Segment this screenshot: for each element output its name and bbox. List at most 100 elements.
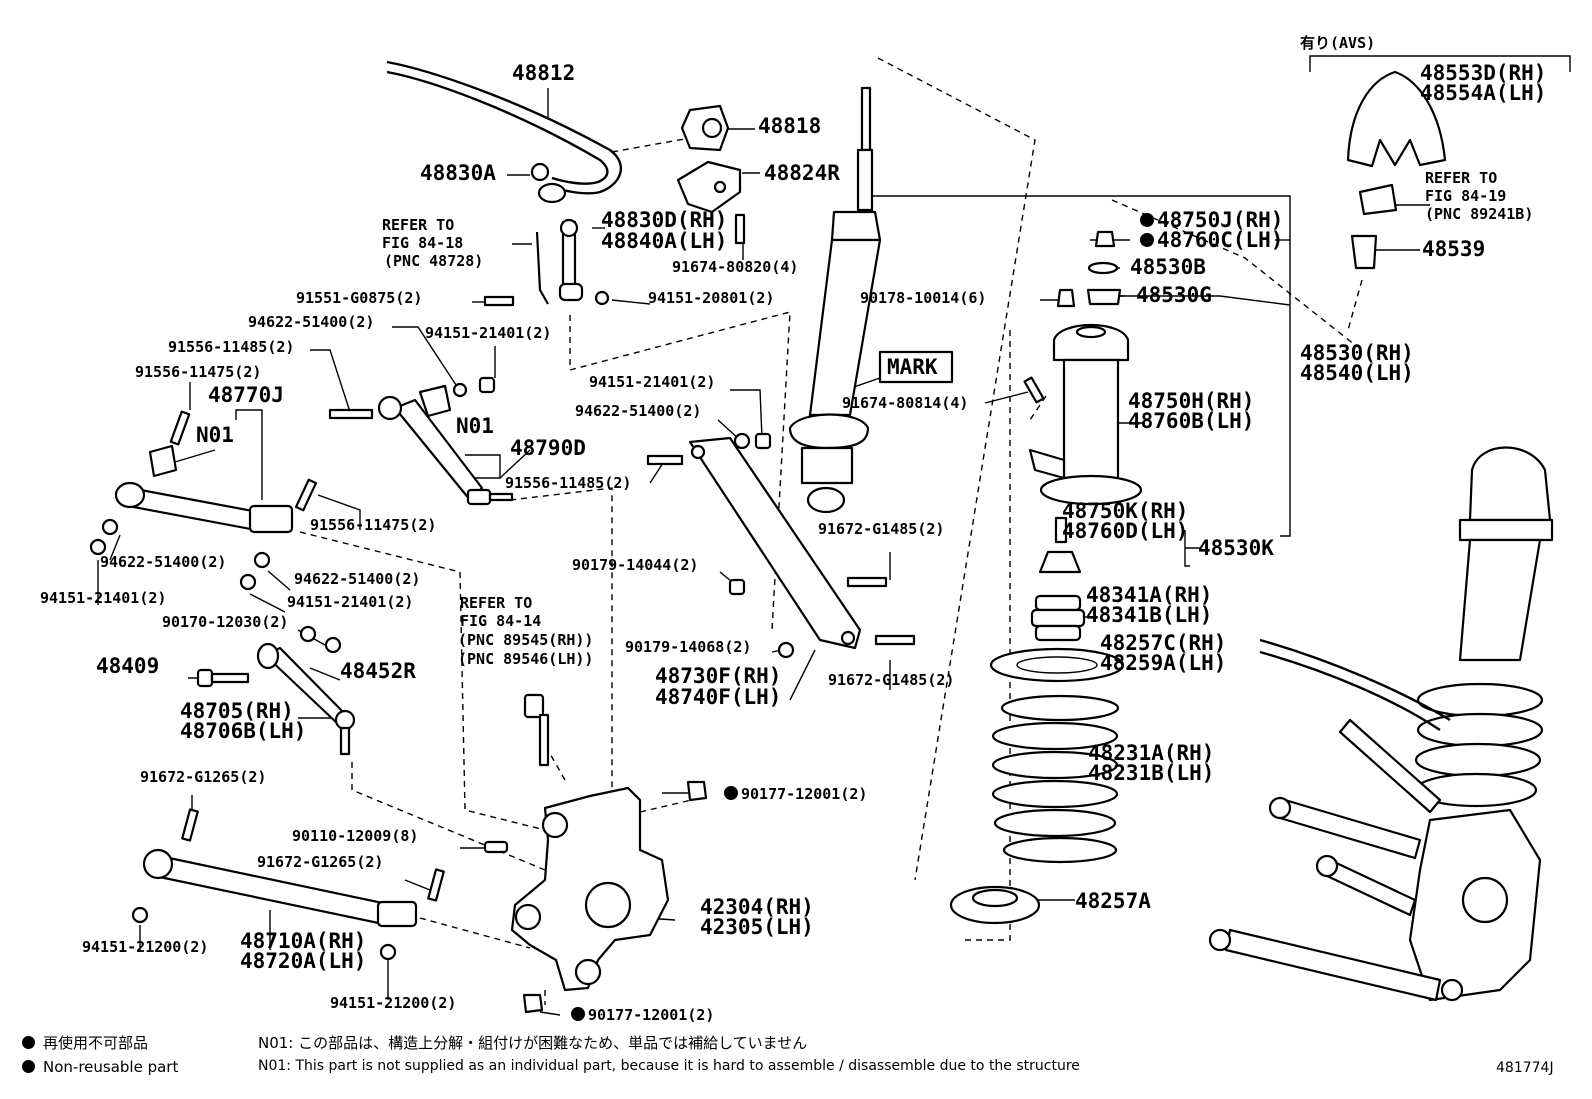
- label-refer-84-18-a: REFER TO: [382, 216, 454, 234]
- label-91556-11485-a: 91556-11485(2): [168, 338, 294, 356]
- clip-48539: [1350, 234, 1378, 270]
- label-91551: 91551-G0875(2): [296, 289, 422, 307]
- washer-94622-b: [101, 518, 119, 536]
- label-48452R: 48452R: [340, 659, 416, 683]
- label-94622-b: 94622-51400(2): [100, 553, 226, 571]
- label-refer-84-14-a: REFER TO: [460, 594, 532, 612]
- bushing-48818: [680, 104, 730, 152]
- label-94151-21200-a: 94151-21200(2): [82, 938, 208, 956]
- note-n01-en: N01: This part is not supplied as an ind…: [258, 1058, 1080, 1074]
- arm-48770J: [114, 481, 294, 534]
- label-48720A: 48720A(LH): [240, 949, 366, 973]
- label-91674-80820: 91674-80820(4): [672, 258, 798, 276]
- arm-48790D: [377, 395, 514, 506]
- label-refer-84-14-d: (PNC 89546(LH)): [458, 650, 593, 668]
- label-91672-G1485-b: 91672-G1485(2): [828, 671, 954, 689]
- label-refer-84-14-b: FIG 84-14: [460, 612, 541, 630]
- label-48770J: 48770J: [208, 383, 284, 407]
- label-refer-84-14-c: (PNC 89545(RH)): [458, 631, 593, 649]
- nut-94151-b: [89, 538, 107, 556]
- non-reusable-dot-90177-b: [571, 1007, 585, 1021]
- lower-arm-48730F: [688, 436, 862, 650]
- bolt-91672-G1265-a: [181, 808, 199, 842]
- mark-box: [878, 350, 954, 384]
- non-reusable-dot-90177-a: [724, 786, 738, 800]
- arm-48710A: [142, 848, 418, 928]
- label-91672-G1485-a: 91672-G1485(2): [818, 520, 944, 538]
- bolt-91556-11475: [169, 410, 191, 446]
- washer-48530B: [1087, 261, 1119, 275]
- legend-text-en: Non-reusable part: [43, 1058, 179, 1076]
- nut-90178: [1056, 288, 1076, 308]
- label-91556-11485-b: 91556-11485(2): [505, 474, 631, 492]
- label-48554A: 48554A(LH): [1420, 81, 1546, 105]
- label-90170: 90170-12030(2): [162, 613, 288, 631]
- stabilizer-bar-48812: [386, 60, 622, 204]
- label-94151-21401-c: 94151-21401(2): [287, 593, 413, 611]
- label-94151-20801: 94151-20801(2): [648, 289, 774, 307]
- label-48231A: 48231A(RH): [1088, 741, 1214, 765]
- label-42305: 42305(LH): [700, 915, 814, 939]
- lower-insulator-48257A: [949, 885, 1041, 925]
- label-48812: 48812: [512, 61, 575, 85]
- note-n01-ja: N01: この部品は、構造上分解・組付けが困難なため、単品では補給していません: [258, 1034, 808, 1052]
- nut-94151-21200-b: [379, 943, 397, 961]
- bumper-48341A: [1030, 594, 1086, 642]
- sensor-bracket-89241B: [1358, 183, 1398, 216]
- label-48409: 48409: [96, 654, 159, 678]
- label-48760B: 48760B(LH): [1128, 409, 1254, 433]
- label-48530: 48530(RH): [1300, 341, 1414, 365]
- label-90179-14068: 90179-14068(2): [625, 638, 751, 656]
- label-48539: 48539: [1422, 237, 1485, 261]
- abs-sensor-89545: [523, 693, 550, 767]
- label-94622-d: 94622-51400(2): [575, 402, 701, 420]
- toe-link-48705: [256, 642, 356, 756]
- guide-lines: [299, 57, 1363, 1005]
- non-reusable-dot-48750J: [1140, 213, 1154, 227]
- label-48730F: 48730F(RH): [655, 664, 781, 688]
- cushion-48530K: [1038, 550, 1082, 574]
- pin-48750K: [1054, 516, 1068, 544]
- bushing-n01-upper: [418, 384, 452, 418]
- label-48750K: 48750K(RH): [1062, 499, 1188, 523]
- bolt-91674-80814: [1023, 376, 1045, 404]
- label-48257C: 48257C(RH): [1100, 631, 1226, 655]
- bolt-91556-11475-b: [294, 478, 318, 512]
- washer-90170: [299, 625, 317, 643]
- bolt-91556-11485-b: [646, 454, 684, 466]
- stabilizer-link-48830D: [558, 218, 584, 302]
- bolt-48409: [196, 668, 250, 688]
- nut-94151-21200-a: [131, 906, 149, 924]
- label-48341B: 48341B(LH): [1086, 603, 1212, 627]
- nut-90179-14044: [728, 578, 746, 596]
- nut-90170: [324, 636, 342, 654]
- label-avs-group: 有り(AVS): [1300, 34, 1375, 52]
- label-48830A: 48830A: [420, 161, 496, 185]
- legend-non-reusable-en: Non-reusable part: [22, 1058, 178, 1076]
- label-91672-G1265-b: 91672-G1265(2): [257, 853, 383, 871]
- nut-90179-14068: [777, 641, 795, 659]
- bolt-91556-11485: [328, 408, 374, 420]
- label-48750J: 48750J(RH): [1157, 208, 1283, 232]
- part-labels: 48812 48818 48830A 48824R 48830D(RH) 488…: [40, 34, 1546, 1024]
- label-48790D: 48790D: [510, 436, 586, 460]
- label-48760C: 48760C(LH): [1157, 228, 1283, 252]
- label-48705: 48705(RH): [180, 699, 294, 723]
- label-48259A: 48259A(LH): [1100, 651, 1226, 675]
- non-reusable-dot-legend-ja: [22, 1036, 35, 1049]
- non-reusable-dot-48760C: [1140, 233, 1154, 247]
- bolt-91672-G1265-b: [427, 868, 445, 902]
- label-refer-84-18-b: FIG 84-18: [382, 234, 463, 252]
- insulator-48257C: [989, 647, 1125, 683]
- label-91672-G1265-a: 91672-G1265(2): [140, 768, 266, 786]
- upper-support-48750H: [1028, 324, 1143, 506]
- bolt-90110: [483, 840, 509, 854]
- label-refer-84-19-b: FIG 84-19: [1425, 187, 1506, 205]
- bolt-91674-80820: [734, 213, 746, 245]
- label-48530B: 48530B: [1130, 255, 1206, 279]
- nut-48830A: [530, 162, 550, 182]
- sensor-link-48728: [535, 231, 549, 305]
- bushing-n01-lower: [148, 444, 178, 478]
